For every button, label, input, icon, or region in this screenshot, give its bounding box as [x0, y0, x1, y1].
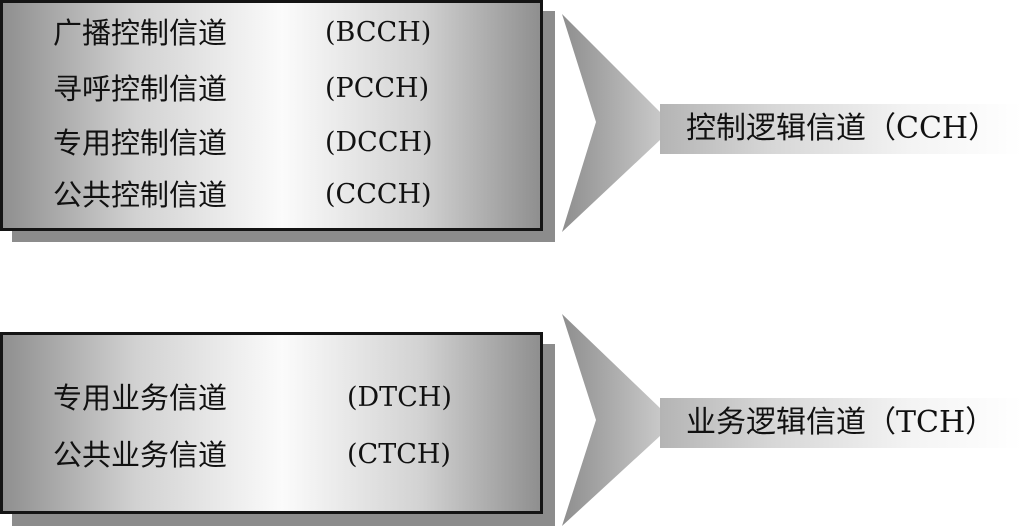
traffic-arrow-shape: [562, 314, 660, 526]
chevron-arrow-icon: [562, 314, 660, 526]
control-channel-group: 广播控制信道 (BCCH) 寻呼控制信道 (PCCH) 专用控制信道 (DCCH…: [0, 0, 1022, 250]
channel-row-ccch: 公共控制信道 (CCCH): [3, 175, 540, 215]
channel-name: 公共控制信道: [53, 178, 228, 212]
channel-name: 专用控制信道: [53, 126, 228, 160]
channel-name: 专用业务信道: [53, 381, 228, 415]
control-channel-box: 广播控制信道 (BCCH) 寻呼控制信道 (PCCH) 专用控制信道 (DCCH…: [0, 0, 543, 231]
channel-row-dtch: 专用业务信道 (DTCH): [3, 378, 540, 418]
control-label-text: 控制逻辑信道（CCH）: [686, 111, 999, 146]
control-logical-channel-label: 控制逻辑信道（CCH）: [660, 104, 1022, 154]
traffic-channel-group: 专用业务信道 (DTCH) 公共业务信道 (CTCH) 业务逻辑信道（TCH）: [0, 310, 1022, 529]
channel-name: 广播控制信道: [53, 16, 228, 50]
channel-row-ctch: 公共业务信道 (CTCH): [3, 435, 540, 475]
channel-abbr: (DCCH): [325, 127, 433, 158]
channel-row-dcch: 专用控制信道 (DCCH): [3, 123, 540, 163]
channel-abbr: (DTCH): [347, 382, 452, 413]
channel-abbr: (CCCH): [325, 179, 432, 210]
channel-row-pcch: 寻呼控制信道 (PCCH): [3, 69, 540, 109]
channel-name: 公共业务信道: [53, 438, 228, 472]
channel-name: 寻呼控制信道: [53, 72, 228, 106]
traffic-logical-channel-label: 业务逻辑信道（TCH）: [660, 398, 1022, 448]
traffic-label-text: 业务逻辑信道（TCH）: [686, 405, 996, 440]
channel-abbr: (CTCH): [347, 439, 451, 470]
control-arrow-shape: [562, 14, 660, 232]
channel-abbr: (BCCH): [325, 17, 432, 48]
channel-abbr: (PCCH): [325, 73, 430, 104]
chevron-arrow-icon: [562, 14, 660, 232]
traffic-channel-box: 专用业务信道 (DTCH) 公共业务信道 (CTCH): [0, 332, 543, 514]
channel-row-bcch: 广播控制信道 (BCCH): [3, 13, 540, 53]
